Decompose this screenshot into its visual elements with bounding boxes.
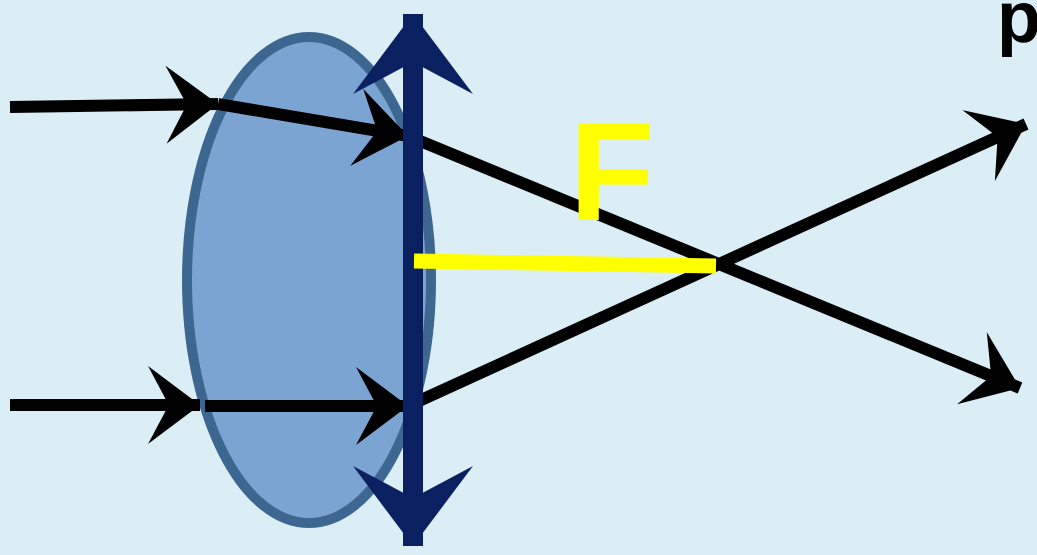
incoming-ray-top <box>10 104 218 107</box>
focal-length-line <box>414 261 716 266</box>
focus-label: F <box>569 93 655 250</box>
edge-text: p <box>997 0 1037 58</box>
